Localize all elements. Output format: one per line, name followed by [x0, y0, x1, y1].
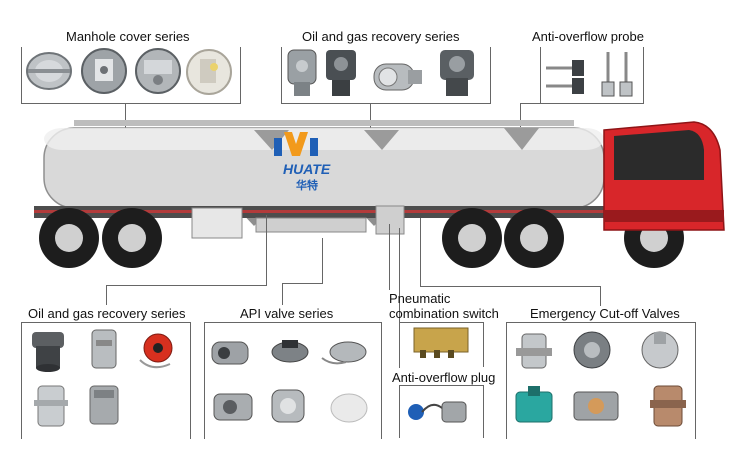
probe-leader [520, 103, 521, 127]
manhole-cover-4-icon [184, 47, 234, 95]
coupling-1-icon [26, 326, 70, 374]
anti-overflow-plug-icon [402, 390, 474, 430]
manhole-label: Manhole cover series [66, 29, 190, 44]
api-valve-2-icon [260, 334, 316, 370]
recovery-valve-4-icon [432, 44, 482, 100]
cutoff-valve-5-icon [566, 384, 626, 430]
oil-gas-bottom-leader-h [106, 285, 267, 286]
probe-leader-h [520, 103, 590, 104]
pneumatic-bracket [399, 322, 484, 367]
emergency-leader-h [420, 286, 600, 287]
api-valve-4-icon [208, 384, 260, 428]
huate-brand-text: HUATE [283, 161, 331, 177]
emergency-leader [420, 218, 421, 286]
probe-2-icon [596, 48, 640, 102]
probe-bracket [540, 47, 644, 104]
api-valve-leader [322, 238, 323, 283]
cutoff-valve-6-icon [644, 380, 692, 432]
pneumatic-label-2: combination switch [389, 306, 499, 321]
coupling-3-icon [132, 330, 186, 372]
api-valve-leader-h [282, 283, 323, 284]
api-valve-bracket [204, 322, 382, 439]
pneumatic-switch-icon [410, 322, 472, 362]
emergency-leader-v2 [600, 286, 601, 306]
cutoff-valve-1-icon [512, 328, 556, 374]
cutoff-valve-4-icon [510, 384, 560, 430]
manhole-bracket [21, 47, 241, 104]
manhole-cover-1-icon [24, 47, 74, 93]
coupling-4-icon [30, 380, 72, 430]
recovery-valve-2-icon [320, 44, 362, 100]
cutoff-valve-2-icon [562, 326, 622, 374]
coupling-5-icon [82, 380, 126, 430]
oil-gas-top-bracket [281, 47, 491, 104]
api-valve-label: API valve series [240, 306, 334, 321]
plug-leader [399, 228, 400, 368]
probe-1-icon [544, 54, 594, 100]
emergency-bracket [506, 322, 696, 439]
huate-logo [266, 130, 346, 160]
oil-gas-top-leader [370, 103, 371, 130]
api-valve-5-icon [264, 382, 314, 428]
emergency-label: Emergency Cut-off Valves [530, 306, 680, 321]
oil-gas-bottom-leader [266, 215, 267, 285]
plug-bracket [399, 385, 484, 438]
manhole-cover-2-icon [78, 46, 130, 94]
api-valve-3-icon [318, 336, 374, 370]
api-valve-1-icon [206, 334, 256, 370]
coupling-2-icon [82, 326, 126, 374]
huate-brand-cn: 华特 [296, 180, 318, 192]
manhole-leader [125, 103, 126, 130]
oil-gas-bottom-bracket [21, 322, 191, 439]
anti-overflow-plug-label: Anti-overflow plug [392, 370, 496, 385]
recovery-valve-1-icon [284, 46, 320, 98]
anti-overflow-probe-label: Anti-overflow probe [532, 29, 644, 44]
api-valve-leader-v2 [282, 283, 283, 305]
tanker-truck [14, 110, 734, 280]
cutoff-valve-3-icon [634, 326, 688, 374]
oil-gas-top-label: Oil and gas recovery series [302, 29, 460, 44]
oil-gas-bottom-leader-v2 [106, 285, 107, 305]
oil-gas-bottom-label: Oil and gas recovery series [28, 306, 186, 321]
pneumatic-leader [389, 224, 390, 290]
pneumatic-label-1: Pneumatic [389, 291, 451, 306]
api-valve-6-icon [326, 386, 372, 428]
recovery-valve-3-icon [368, 48, 426, 98]
manhole-cover-3-icon [132, 46, 184, 94]
